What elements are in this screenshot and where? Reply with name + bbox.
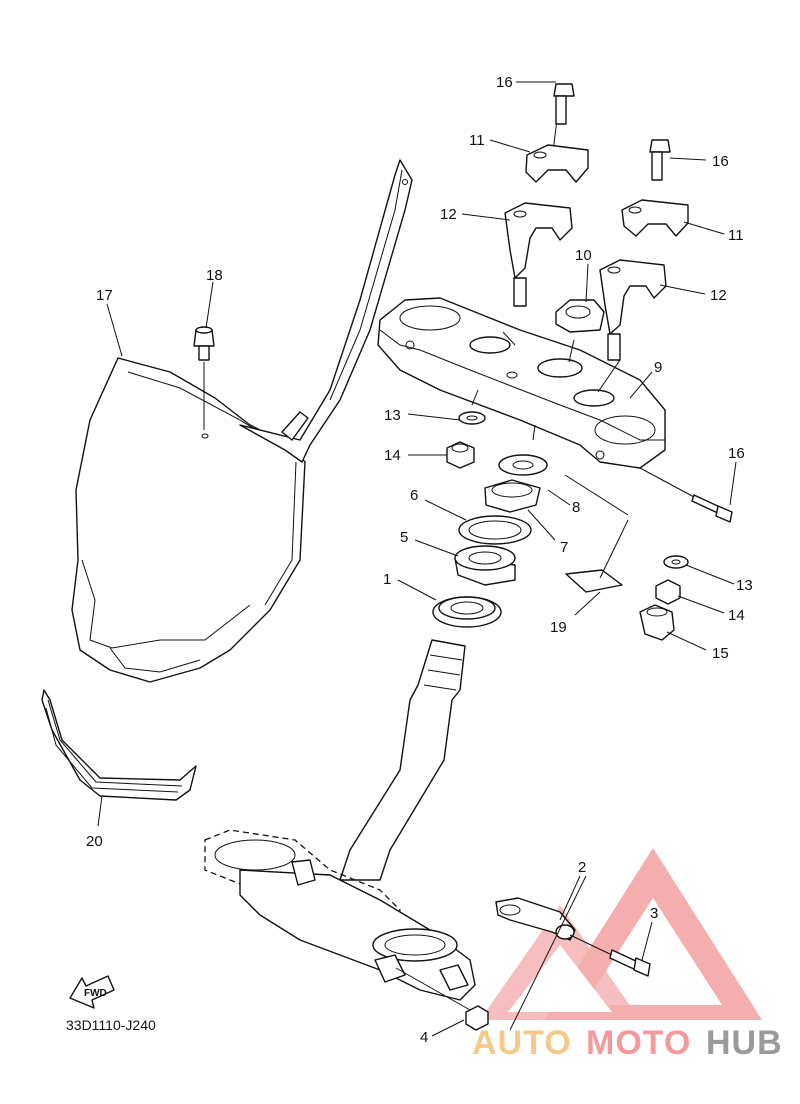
fwd-arrow-icon: FWD bbox=[69, 975, 115, 1009]
callout-4: 4 bbox=[420, 1029, 428, 1046]
watermark-logo-icon bbox=[480, 848, 762, 1020]
callout-9: 9 bbox=[654, 359, 662, 376]
callout-10: 10 bbox=[575, 247, 592, 264]
bolt-18 bbox=[193, 326, 215, 430]
callout-16a: 16 bbox=[496, 74, 513, 91]
guard-20 bbox=[41, 689, 197, 801]
watermark-auto: AUTO bbox=[472, 1024, 572, 1062]
callout-12a: 12 bbox=[440, 206, 457, 223]
callout-20: 20 bbox=[86, 833, 103, 850]
callout-13b: 13 bbox=[736, 577, 753, 594]
lower-bracket bbox=[204, 829, 476, 1001]
bolt-16-side bbox=[639, 467, 733, 523]
callout-1: 1 bbox=[383, 571, 391, 588]
ring-nut-7 bbox=[484, 479, 541, 513]
callout-12b: 12 bbox=[710, 287, 727, 304]
upper-bracket-9 bbox=[377, 297, 666, 469]
washer-8 bbox=[498, 454, 548, 476]
bearing-5 bbox=[454, 545, 516, 586]
label-sticker-19 bbox=[564, 474, 629, 593]
watermark-moto: MOTO bbox=[586, 1024, 691, 1062]
cable-holder-2 bbox=[495, 897, 576, 941]
callout-labels: 16 11 16 12 11 10 12 9 13 14 16 6 8 5 7 … bbox=[86, 74, 753, 1046]
nut-10 bbox=[555, 299, 605, 333]
handlebar-holder-left bbox=[504, 83, 589, 307]
callout-15: 15 bbox=[712, 645, 729, 662]
callout-11a: 11 bbox=[469, 132, 485, 149]
callout-14b: 14 bbox=[728, 607, 745, 624]
callout-3: 3 bbox=[650, 905, 658, 922]
watermark-text: AUTO MOTO HUB bbox=[472, 1024, 783, 1062]
seal-6 bbox=[458, 515, 532, 545]
callout-2: 2 bbox=[578, 859, 586, 876]
callout-17: 17 bbox=[96, 287, 113, 304]
callout-14a: 14 bbox=[384, 447, 401, 464]
callout-5: 5 bbox=[400, 529, 408, 546]
nut-14-left bbox=[446, 441, 475, 469]
handlebar-holder-right bbox=[599, 139, 689, 361]
diagram-code: 33D1110-J240 bbox=[66, 1017, 156, 1033]
number-plate bbox=[71, 159, 413, 683]
washer-13-right bbox=[663, 555, 689, 569]
callout-16c: 16 bbox=[728, 445, 745, 462]
cap-nut-15 bbox=[639, 604, 675, 641]
callout-leaders bbox=[97, 81, 737, 1037]
callout-7: 7 bbox=[560, 539, 568, 556]
washer-13-left bbox=[458, 411, 486, 425]
collar-4 bbox=[395, 967, 489, 1031]
callout-19: 19 bbox=[550, 619, 567, 636]
callout-6: 6 bbox=[410, 487, 418, 504]
fwd-label: FWD bbox=[84, 988, 107, 999]
bolt-3 bbox=[569, 934, 651, 977]
steering-stem bbox=[339, 639, 466, 881]
callout-18: 18 bbox=[206, 267, 223, 284]
bearing-1 bbox=[432, 596, 502, 628]
callout-8: 8 bbox=[572, 499, 580, 516]
callout-13a: 13 bbox=[384, 407, 401, 424]
callout-11b: 11 bbox=[728, 227, 744, 244]
callout-16b: 16 bbox=[712, 153, 729, 170]
watermark-hub: HUB bbox=[706, 1024, 783, 1062]
nut-14-right bbox=[655, 579, 681, 605]
